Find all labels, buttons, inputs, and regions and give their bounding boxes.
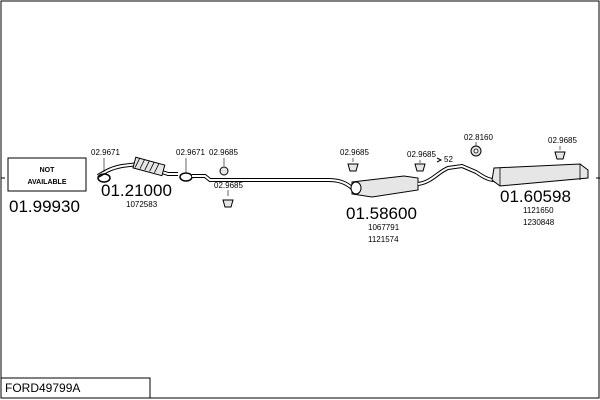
diagram-title: FORD49799A	[5, 381, 80, 395]
middle-pipe	[192, 174, 354, 190]
rear-silencer	[491, 163, 589, 187]
part-label-3: 02.9685	[209, 148, 238, 157]
part-label-8: 02.9685	[548, 136, 577, 145]
hanger-5	[470, 142, 482, 157]
part-label-5: 02.9685	[340, 148, 369, 157]
not-available-box	[7, 157, 87, 192]
gasket-1	[97, 158, 111, 183]
section-oem-3a: 1067791	[368, 223, 400, 232]
hanger-2	[222, 190, 234, 208]
flex-pipe	[132, 156, 166, 177]
part-label-1: 02.9671	[91, 148, 120, 157]
section-ref-2: 01.21000	[101, 181, 172, 200]
section-ref-1: 01.99930	[9, 197, 80, 216]
hanger-4	[414, 160, 426, 172]
gasket-2	[179, 158, 193, 182]
part-label-6: 02.9685	[407, 150, 436, 159]
hanger-3	[347, 158, 359, 172]
part-label-small: 52	[444, 155, 453, 164]
clip-icon	[436, 157, 443, 163]
rear-pipe	[417, 163, 495, 186]
centre-silencer	[350, 175, 419, 198]
title-box	[0, 377, 151, 399]
section-oem-4b: 1230848	[523, 218, 555, 227]
section-oem-3b: 1121574	[368, 235, 399, 244]
part-label-2: 02.9671	[176, 148, 205, 157]
section-ref-4: 01.60598	[500, 187, 571, 206]
section-oem-4a: 1121650	[523, 206, 554, 215]
hanger-1	[219, 158, 229, 176]
section-ref-3: 01.58600	[346, 204, 417, 223]
section-oem-2a: 1072583	[126, 200, 158, 209]
not-available-line-2: AVAILABLE	[27, 179, 66, 186]
front-pipe	[96, 156, 178, 178]
hanger-6	[554, 146, 566, 160]
part-label-7: 02.8160	[464, 133, 493, 142]
part-label-4: 02.9685	[214, 181, 243, 190]
not-available-line-1: NOT	[40, 167, 56, 174]
